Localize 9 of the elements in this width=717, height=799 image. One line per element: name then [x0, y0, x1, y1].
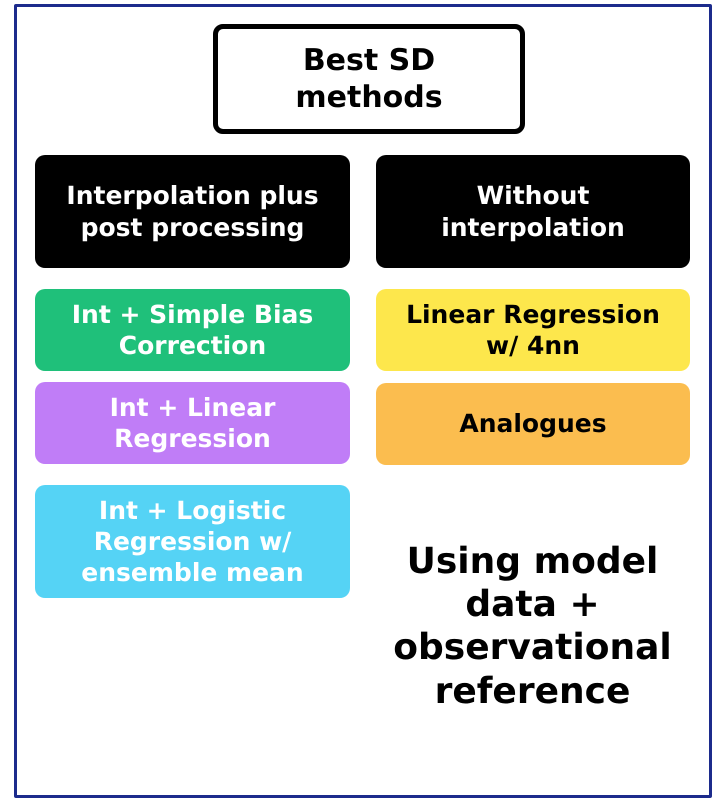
- category-header: Interpolation plus post processing: [35, 155, 350, 268]
- method-box: Int + Simple Bias Correction: [35, 289, 350, 371]
- method-box: Int + Logistic Regression w/ ensemble mean: [35, 485, 350, 598]
- method-box: Analogues: [376, 383, 690, 465]
- method-box: Linear Regression w/ 4nn: [376, 289, 690, 371]
- title-box: Best SD methods: [213, 24, 525, 134]
- method-box: Int + Linear Regression: [35, 382, 350, 464]
- category-header: Without interpolation: [376, 155, 690, 268]
- note-text: Using model data + observational reference: [392, 540, 673, 713]
